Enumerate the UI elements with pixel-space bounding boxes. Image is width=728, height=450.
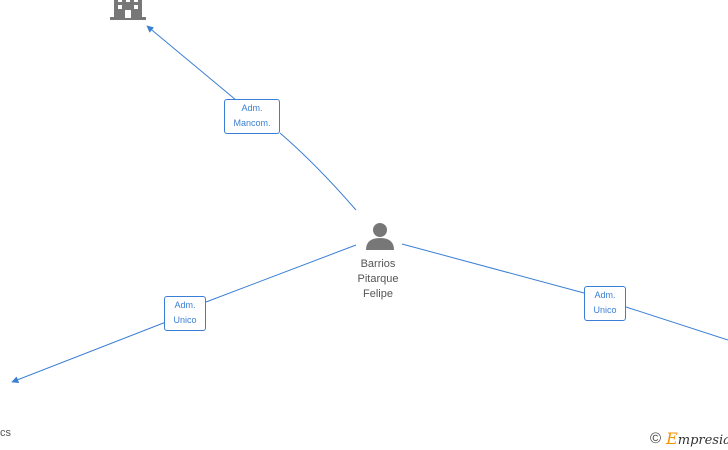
footer-brand: © Empresia (650, 428, 728, 448)
copyright-icon: © (650, 429, 662, 447)
relation-label-adm-unico-left[interactable]: Adm. Unico (164, 296, 206, 331)
relation-label-line: Unico (173, 315, 197, 325)
relation-label-adm-mancom[interactable]: Adm. Mancom. (224, 99, 280, 134)
brand-logo-rest: mpresia (677, 432, 728, 448)
person-name-line: Barrios (360, 258, 396, 270)
relation-label-line: Adm. (241, 103, 263, 113)
person-icon[interactable] (366, 223, 394, 250)
relation-label-line: Unico (593, 305, 617, 315)
person-name[interactable]: Barrios Pitarque Felipe (338, 257, 418, 302)
edge-person-to-company-top (147, 26, 357, 211)
person-name-line: Pitarque (357, 273, 399, 285)
relation-label-line: Adm. (594, 290, 616, 300)
brand-logo-initial: E (666, 428, 678, 448)
relation-label-line: Mancom. (233, 118, 271, 128)
relation-label-adm-unico-right[interactable]: Adm. Unico (584, 286, 626, 321)
edge-person-to-company-left (12, 244, 357, 382)
building-icon[interactable] (110, 0, 146, 20)
edge-person-to-company-right (401, 243, 728, 341)
truncated-company-name[interactable]: cs (0, 427, 11, 439)
person-name-line: Felipe (363, 288, 393, 300)
brand-logo[interactable]: Empresia (666, 429, 728, 448)
relation-label-line: Adm. (174, 300, 196, 310)
